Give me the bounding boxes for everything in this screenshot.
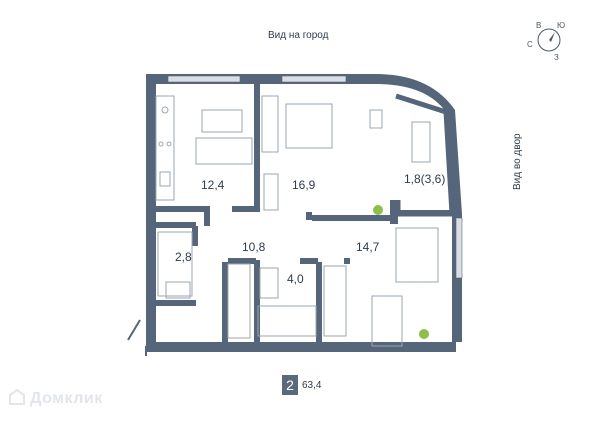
- area-bedroom: 16,9: [292, 178, 316, 192]
- watermark: Домклик: [30, 390, 103, 407]
- plant-icons: [373, 205, 429, 339]
- furniture: [155, 95, 439, 347]
- area-kitchen: 12,4: [201, 178, 225, 192]
- area-wc: 2,8: [175, 250, 192, 264]
- compass-icon: [537, 28, 561, 52]
- view-city-label: Вид на город: [268, 30, 329, 41]
- area-room2: 14,7: [356, 240, 380, 254]
- area-balcony: 1,8(3,6): [404, 172, 446, 186]
- compass-east: В: [536, 21, 542, 30]
- rooms-count-badge: 2: [282, 375, 298, 395]
- area-bathroom: 4,0: [287, 272, 304, 286]
- area-hall: 10,8: [242, 240, 266, 254]
- compass-west: З: [554, 53, 559, 62]
- compass-south: Ю: [557, 21, 566, 30]
- total-area: 63,4: [302, 380, 322, 391]
- domclick-logo-icon: [9, 388, 25, 405]
- compass: В Ю С З: [527, 18, 577, 68]
- compass-north: С: [527, 40, 533, 49]
